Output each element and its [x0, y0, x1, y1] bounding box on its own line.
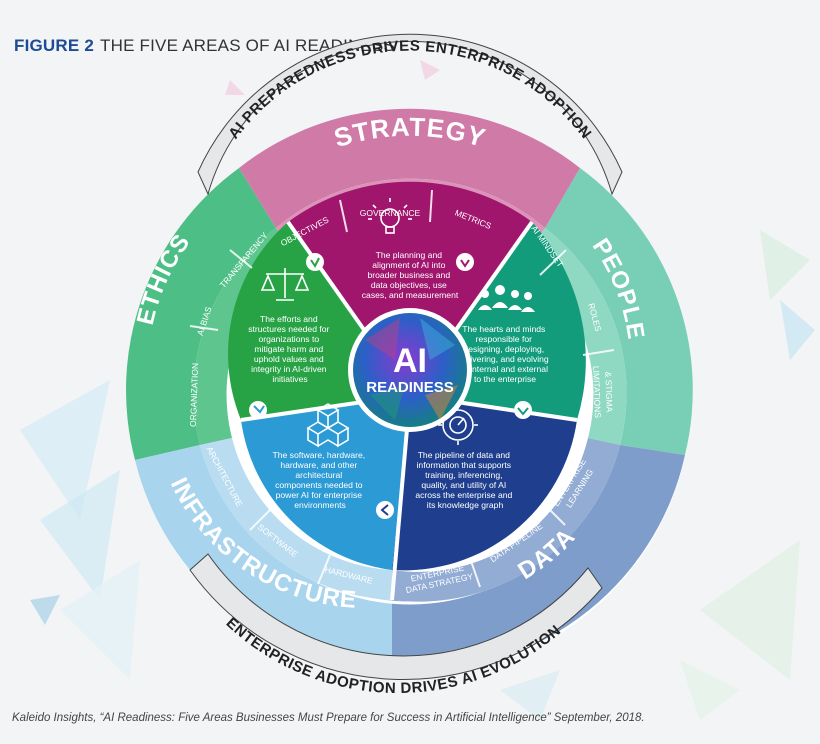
infrastructure-description: The software, hardware, hardware, and ot…: [272, 450, 367, 510]
people-outer-sector: [545, 168, 693, 455]
data-core-sector: [392, 395, 577, 571]
center-mosaic: [365, 318, 458, 420]
ethics-outer-sector: [125, 168, 276, 460]
figure-title-text: THE FIVE AREAS OF AI READINESS: [100, 36, 396, 55]
source-caption: Kaleido Insights, “AI Readiness: Five Ar…: [12, 712, 645, 724]
cubes-icon: [306, 403, 350, 448]
data-outer-sector: [392, 445, 685, 672]
people-sub-band: [524, 228, 627, 445]
strategy-description: The planning and alignment of AI into br…: [362, 250, 459, 300]
infrastructure-sub-band: [200, 438, 392, 600]
ethics-sub-organization: ORGANIZATION: [188, 363, 200, 427]
ethics-description: The efforts and structures needed for or…: [248, 314, 332, 384]
lightbulb-icon: [368, 198, 412, 234]
data-sub-band: [392, 438, 620, 602]
data-description: The pipeline of data and information tha…: [415, 450, 514, 510]
sub-band-separators: [189, 189, 615, 588]
center-title-ai: AI: [393, 342, 427, 380]
people-sub-stigma: & STIGMA: [603, 371, 614, 412]
people-sub-limitations: LIMITATIONS: [591, 366, 603, 419]
figure-number: FIGURE 2: [14, 36, 95, 55]
center-disk: [353, 313, 467, 427]
infrastructure-core-sector: [241, 395, 410, 570]
center-title-readiness: READINESS: [366, 379, 454, 396]
strategy-outer-sector: [239, 108, 580, 228]
people-icon: [478, 285, 535, 312]
chevron-marker-icon: [456, 253, 474, 271]
chevron-marker-icon: [376, 501, 394, 519]
chevron-marker-icon: [306, 253, 324, 271]
chevron-marker-icon: [249, 401, 267, 419]
scales-icon: [260, 268, 310, 301]
chevron-marker-icon: [514, 401, 532, 419]
people-description: The hearts and minds responsible for des…: [459, 324, 551, 384]
figure-title: FIGURE 2 THE FIVE AREAS OF AI READINESS: [14, 36, 395, 56]
strategy-core-sector: [288, 181, 532, 395]
top-banner-ribbon: [197, 33, 623, 196]
ethics-sub-band: [193, 228, 296, 445]
bottom-banner-ribbon: [189, 553, 603, 681]
strategy-sub-governance: GOVERNANCE: [360, 208, 421, 218]
infrastructure-outer-sector: [135, 445, 392, 670]
